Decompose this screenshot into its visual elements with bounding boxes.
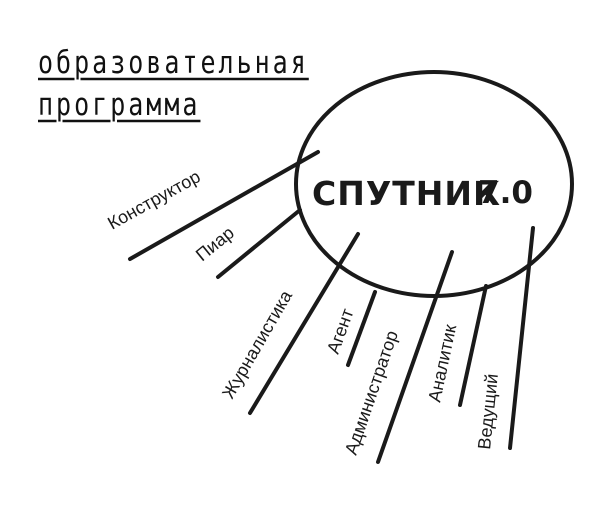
ray-line-vedushchiy [508, 226, 535, 450]
program-type-heading-line2: программа [38, 86, 201, 123]
program-type-heading-line1: образовательная [38, 44, 309, 81]
sputnik-body-circle [294, 70, 574, 298]
ray-line-agent [346, 290, 377, 367]
ray-label-analitik: Аналитик [424, 323, 460, 404]
sputnik-version: 7.0 [478, 175, 533, 211]
sputnik-title: СПУТНИК [312, 174, 501, 213]
ray-line-analitik [458, 284, 488, 407]
ray-label-zhurnalistika: Журналистика [218, 286, 296, 402]
ray-line-zhurnalistika [248, 232, 360, 415]
ray-line-piar [216, 208, 302, 279]
ray-label-vedushchiy: Ведущий [474, 373, 502, 451]
ray-label-administrator: Администратор [341, 328, 402, 457]
ray-label-piar: Пиар [192, 222, 238, 265]
ray-line-administrator [376, 250, 454, 464]
ray-line-konstruktor [128, 150, 320, 261]
